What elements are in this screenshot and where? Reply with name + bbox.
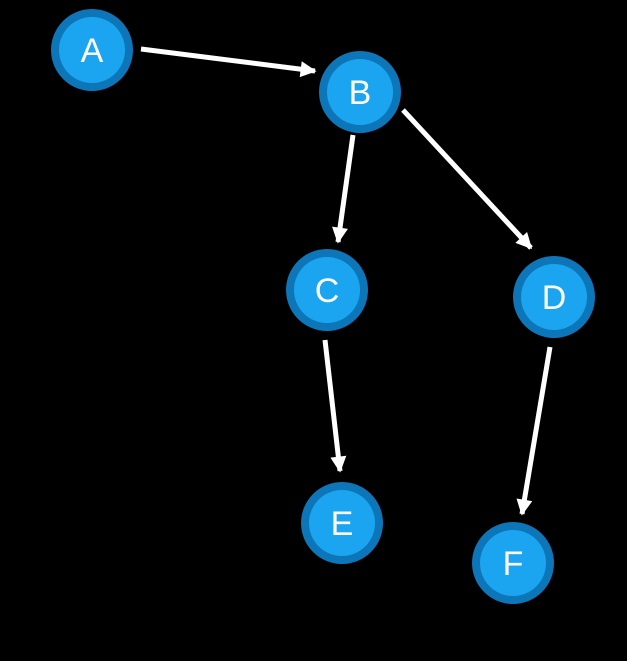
nodes-layer: A B C D E F: [51, 9, 595, 604]
node-F-fill: [480, 530, 546, 596]
node-A-fill: [59, 17, 125, 83]
node-E[interactable]: E: [301, 482, 383, 564]
edge-B-D: [401, 108, 533, 250]
node-B[interactable]: B: [319, 51, 401, 133]
node-F[interactable]: F: [472, 522, 554, 604]
node-C-fill: [294, 257, 360, 323]
node-B-fill: [327, 59, 393, 125]
node-A[interactable]: A: [51, 9, 133, 91]
node-C[interactable]: C: [286, 249, 368, 331]
edges-layer: [140, 46, 553, 516]
node-E-fill: [309, 490, 375, 556]
node-D-fill: [521, 264, 587, 330]
edge-C-E: [322, 339, 347, 473]
edge-B-C: [332, 134, 356, 244]
edge-A-B: [140, 46, 317, 78]
node-D[interactable]: D: [513, 256, 595, 338]
edge-D-F: [516, 346, 553, 516]
